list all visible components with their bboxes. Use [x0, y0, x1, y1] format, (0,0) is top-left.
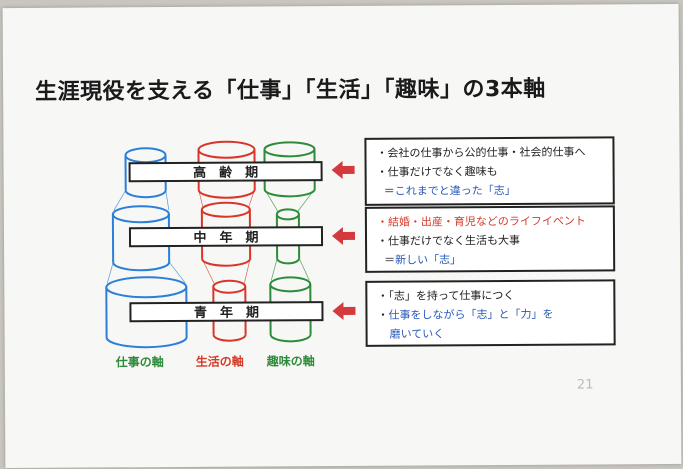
axis-label-hobby: 趣味の軸 — [266, 354, 315, 369]
description-box-middle: ・結婚・出産・育児などのライフイベント ・仕事だけでなく生活も大事 ＝新しい「志… — [364, 205, 616, 273]
youth-line-2-text: 仕事をしながら「志」と「力」を — [388, 307, 554, 322]
axis-label-life: 生活の軸 — [195, 354, 244, 369]
middle-line-1: ・結婚・出産・育児などのライフイベント — [376, 214, 586, 229]
axis-label-work: 仕事の軸 — [115, 355, 164, 370]
senior-line-3: ＝これまでと違った「志」 — [377, 180, 603, 200]
slide-paper: 生涯現役を支える「仕事」「生活」「趣味」の3本軸 — [2, 3, 682, 469]
life-connectors — [198, 189, 256, 284]
page-number: 21 — [576, 377, 594, 393]
youth-line-2: ・仕事をしながら「志」と「力」を — [377, 304, 603, 324]
hobby-connectors — [264, 188, 315, 281]
middle-line-3-text: 新しい「志」 — [395, 253, 462, 267]
stage-bar-senior: 高 齢 期 — [128, 161, 323, 183]
stage-bar-youth: 青 年 期 — [129, 301, 324, 323]
description-box-senior: ・会社の仕事から公的仕事・社会的仕事へ ・仕事だけでなく趣味も ＝これまでと違っ… — [364, 136, 615, 206]
youth-line-1: ・「志」を持って仕事につく — [377, 288, 515, 303]
middle-line-3: ＝新しい「志」 — [377, 249, 603, 269]
middle-line-2: ・仕事だけでなく生活も大事 — [376, 233, 521, 248]
senior-line-3-text: これまでと違った「志」 — [394, 183, 516, 198]
stage-label-youth: 青 年 期 — [194, 305, 259, 321]
senior-line-1: ・会社の仕事から公的仕事・社会的仕事へ — [376, 145, 586, 160]
middle-line-3-prefix: ＝ — [384, 253, 396, 267]
work-axis-cylinders — [105, 147, 188, 349]
senior-line-3-prefix: ＝ — [383, 184, 395, 198]
youth-line-3: 磨いていく — [389, 327, 445, 341]
senior-line-2: ・仕事だけでなく趣味も — [376, 165, 498, 179]
arrow-left-icon — [332, 226, 356, 245]
description-box-youth: ・「志」を持って仕事につく ・仕事をしながら「志」と「力」を 磨いていく — [365, 279, 616, 347]
work-cylinder-middle — [111, 205, 171, 272]
youth-line-2-bullet: ・ — [377, 308, 389, 322]
stage-label-senior: 高 齢 期 — [193, 165, 258, 181]
arrow-left-icon — [332, 301, 356, 320]
stage-bar-middle: 中 年 期 — [128, 226, 324, 248]
stage-label-middle: 中 年 期 — [193, 230, 258, 246]
work-cylinder-youth — [105, 276, 188, 349]
three-axis-diagram: 高 齢 期 中 年 期 青 年 期 — [105, 140, 356, 349]
arrow-left-icon — [331, 160, 355, 179]
work-connectors — [106, 190, 186, 284]
